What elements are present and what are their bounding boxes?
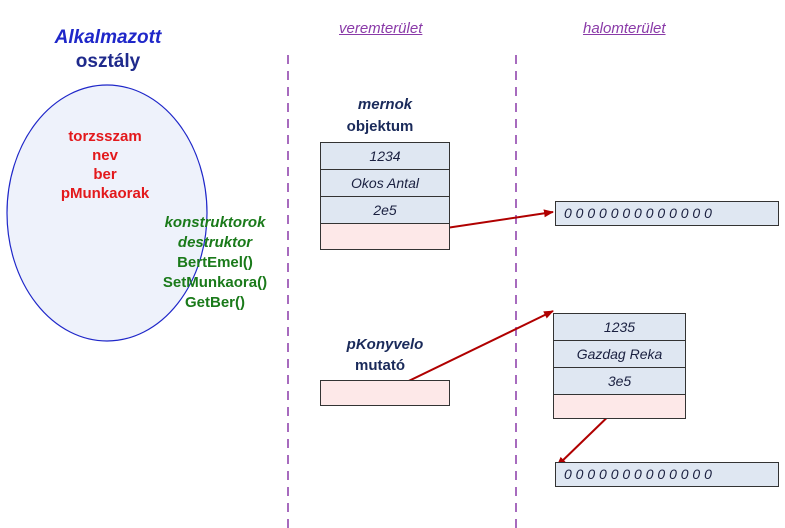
member-torzsszam: torzsszam — [68, 128, 142, 145]
method-konstruktorok: konstruktorok — [164, 214, 266, 231]
pkonyvelo-kind: mutató — [355, 357, 405, 374]
mernok-name: mernok — [357, 96, 413, 113]
method-bertemel: BertEmel() — [177, 254, 253, 271]
heap-field-pmunkaorak — [553, 394, 686, 419]
method-getber: GetBer() — [184, 294, 245, 311]
heap-array-1: 0 0 0 0 0 0 0 0 0 0 0 0 0 — [555, 201, 779, 226]
heap-field-nev: Gazdag Reka — [553, 340, 686, 368]
member-pmunkaorak: pMunkaorak — [60, 185, 150, 202]
heap-area-label: halomterület — [583, 20, 666, 37]
pkonyvelo-pointer-cell — [320, 380, 450, 406]
heap-array-2: 0 0 0 0 0 0 0 0 0 0 0 0 0 — [555, 462, 779, 487]
mernok-field-torzsszam: 1234 — [320, 142, 450, 170]
heap-field-torzsszam: 1235 — [553, 313, 686, 341]
method-destruktor: destruktor — [177, 234, 253, 251]
method-setmunkaora: SetMunkaora() — [162, 274, 268, 291]
heap-field-ber: 3e5 — [553, 367, 686, 395]
stack-area-label: veremterület — [339, 20, 423, 37]
mernok-field-pmunkaorak — [320, 223, 450, 250]
mernok-kind: objektum — [346, 118, 414, 135]
member-ber: ber — [93, 166, 117, 183]
pkonyvelo-name: pKonyvelo — [346, 336, 424, 353]
arrow-pkonyvelo-to-heap — [385, 310, 554, 393]
class-subtitle: osztály — [75, 51, 141, 72]
mernok-field-nev: Okos Antal — [320, 169, 450, 197]
mernok-field-ber: 2e5 — [320, 196, 450, 224]
member-nev: nev — [92, 147, 118, 164]
class-ellipse — [6, 84, 208, 342]
class-title: Alkalmazott — [54, 27, 162, 48]
